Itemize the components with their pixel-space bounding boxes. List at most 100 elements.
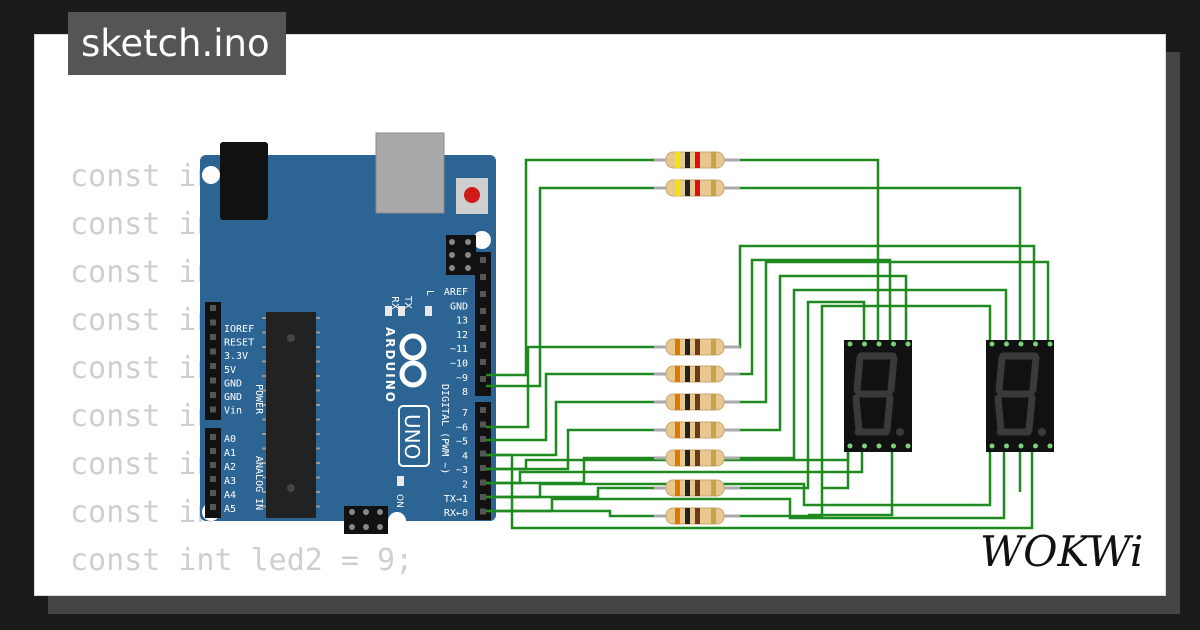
- wire[interactable]: [486, 448, 1006, 520]
- analog-header: [205, 428, 221, 518]
- digital-pin-label: ~11: [450, 344, 468, 355]
- wire[interactable]: [486, 448, 992, 507]
- analog-pin-label: A2: [224, 462, 236, 473]
- file-name-tab[interactable]: sketch.ino: [68, 12, 286, 75]
- on-label: ON: [394, 494, 404, 508]
- analog-pin-label: A0: [224, 434, 236, 445]
- wire[interactable]: [730, 300, 866, 490]
- reset-button[interactable]: [464, 187, 480, 203]
- analog-pin-label: A4: [224, 490, 236, 501]
- wire[interactable]: [486, 158, 670, 377]
- wire[interactable]: [730, 258, 892, 376]
- resistor[interactable]: [654, 179, 740, 197]
- segment: [1029, 354, 1040, 394]
- code-line: const in: [70, 207, 215, 242]
- digital-pin-label: RX←0: [444, 508, 468, 519]
- uno-badge: [398, 405, 430, 467]
- digital-pin-label: GND: [450, 301, 468, 312]
- analog-pin-label: A1: [224, 448, 236, 459]
- tx-led: [398, 306, 405, 316]
- digital-header-upper: [475, 252, 491, 396]
- wire[interactable]: [730, 186, 1022, 340]
- analog-pin-label: A3: [224, 476, 236, 487]
- segment: [887, 354, 898, 394]
- resistor[interactable]: [654, 393, 740, 411]
- arduino-uno-board[interactable]: RX TX L ON ARDUINO UNO DIGITAL (PWM ~) P…: [200, 132, 496, 534]
- digital-group-label: DIGITAL (PWM ~): [439, 384, 450, 474]
- power-pin-label: GND: [224, 378, 242, 389]
- rx-label: RX: [389, 296, 400, 310]
- segment: [1025, 394, 1036, 434]
- power-pin-label: GND: [224, 392, 242, 403]
- wire[interactable]: [486, 186, 670, 388]
- power-pin-label: RESET: [224, 338, 254, 349]
- resistor[interactable]: [654, 507, 740, 525]
- digital-pin-label: 13: [456, 316, 468, 327]
- code-line: const in: [70, 447, 215, 482]
- power-group-label: POWER: [253, 384, 264, 415]
- l-label: L: [424, 290, 435, 296]
- usb-port: [375, 132, 445, 214]
- wire[interactable]: [822, 448, 850, 490]
- wire[interactable]: [486, 486, 670, 499]
- rx-led: [385, 306, 392, 316]
- segment: [883, 394, 894, 434]
- seven-segment-display-1[interactable]: [844, 340, 912, 452]
- wokwi-logo: WOKWi: [980, 527, 1143, 576]
- power-jack: [220, 142, 268, 220]
- digital-pin-label: 8: [462, 387, 468, 398]
- board-brand-label: ARDUINO: [383, 327, 397, 404]
- digital-header-lower: [475, 402, 491, 520]
- wire[interactable]: [730, 304, 992, 518]
- wire[interactable]: [486, 428, 670, 471]
- power-pin-label: IOREF: [224, 324, 254, 335]
- mount-hole: [388, 512, 406, 530]
- digital-pin-label: ~5: [456, 437, 468, 448]
- wire[interactable]: [730, 158, 880, 340]
- arduino-infinity-logo: [399, 333, 427, 388]
- tx-label: TX: [402, 295, 413, 309]
- resistor-group: [654, 151, 740, 525]
- digital-pin-label: ~10: [450, 359, 468, 370]
- code-line: const int led2 = 9;: [70, 543, 414, 578]
- analog-pin-label: A5: [224, 504, 236, 515]
- on-led: [397, 476, 404, 486]
- seven-segment-display-2[interactable]: [986, 340, 1054, 452]
- board-model-label: UNO: [400, 414, 424, 459]
- wire[interactable]: [486, 372, 670, 442]
- power-pin-label: 5V: [224, 365, 236, 376]
- wire[interactable]: [486, 456, 670, 485]
- digital-pin-label: AREF: [444, 287, 468, 298]
- decimal-point: [1038, 428, 1046, 436]
- segment: [853, 354, 864, 394]
- digital-pin-label: 7: [462, 408, 468, 419]
- wire[interactable]: [486, 448, 864, 485]
- resistor[interactable]: [654, 338, 740, 356]
- wire[interactable]: [730, 260, 1050, 404]
- resistor[interactable]: [654, 479, 740, 497]
- segment: [994, 394, 1005, 434]
- code-line: const in: [70, 495, 215, 530]
- code-line: const in: [70, 399, 215, 434]
- power-pin-label: Vin: [224, 406, 242, 417]
- digital-pin-label: ~3: [456, 465, 468, 476]
- digital-pin-label: 2: [462, 480, 468, 491]
- resistor[interactable]: [654, 151, 740, 169]
- digital-pin-label: ~6: [456, 422, 468, 433]
- wire[interactable]: [730, 274, 908, 432]
- digital-pin-label: ~9: [456, 373, 468, 384]
- wire[interactable]: [808, 448, 894, 517]
- analog-group-label: ANALOG IN: [253, 456, 264, 510]
- resistor[interactable]: [654, 421, 740, 439]
- wire[interactable]: [486, 345, 670, 429]
- digital-pin-label: 12: [456, 330, 468, 341]
- display-group: [844, 340, 1054, 452]
- resistor[interactable]: [654, 365, 740, 383]
- digital-pin-label: 4: [462, 451, 468, 462]
- power-header: [205, 302, 221, 420]
- wire[interactable]: [486, 448, 1034, 530]
- wire[interactable]: [730, 288, 1008, 460]
- wire[interactable]: [486, 400, 670, 457]
- resistor[interactable]: [654, 449, 740, 467]
